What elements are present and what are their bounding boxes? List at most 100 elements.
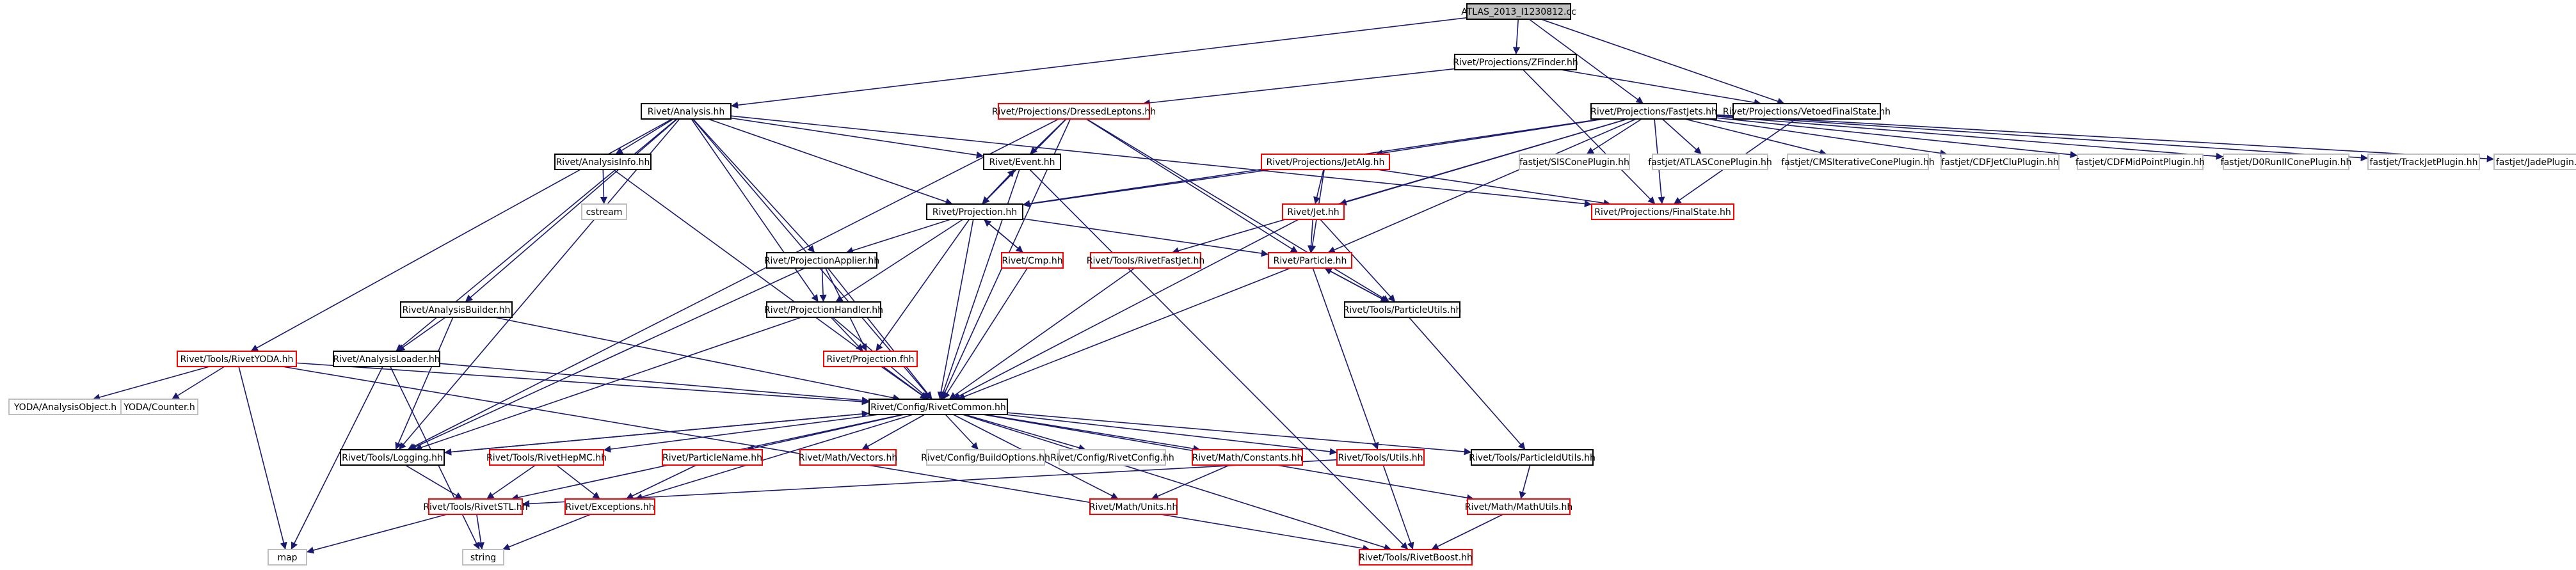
- node-rivet-analysis-hh[interactable]: Rivet/Analysis.hh: [641, 103, 732, 120]
- node-rivet-tools-logging-hh[interactable]: Rivet/Tools/Logging.hh: [340, 449, 445, 466]
- node-label: Rivet/Tools/RivetSTL.hh: [423, 502, 527, 512]
- node-box: [1454, 54, 1577, 70]
- node-atlas-2013-i1230812-cc[interactable]: ATLAS_2013_I1230812.cc: [1461, 3, 1576, 20]
- edge-exceptions-to-string: [502, 514, 591, 551]
- edge-particle-to-utils: [1312, 267, 1379, 450]
- node-box: [177, 351, 297, 367]
- edge-projection-to-projapplier: [845, 219, 951, 254]
- node-label: Rivet/Config/BuildOptions.hh: [921, 453, 1050, 463]
- node-rivet-tools-particleidutils-hh[interactable]: Rivet/Tools/ParticleIdUtils.hh: [1469, 449, 1596, 466]
- node-box: [2223, 154, 2349, 170]
- node-rivet-math-vectors-hh[interactable]: Rivet/Math/Vectors.hh: [799, 449, 898, 466]
- node-box: [1336, 449, 1425, 466]
- node-box: [1471, 449, 1594, 466]
- node-label: cstream: [586, 207, 623, 218]
- node-fastjet-jadeplugin-hh: fastjet/JadePlugin.hh: [2493, 154, 2576, 170]
- edge-jet-to-common: [952, 219, 1299, 400]
- node-box: [428, 498, 523, 515]
- node-box: [1940, 154, 2060, 170]
- edge-projfhh-to-common: [881, 366, 928, 400]
- node-rivet-tools-rivethepmc-hh[interactable]: Rivet/Tools/RivetHepMC.hh: [486, 449, 607, 466]
- node-rivet-tools-rivetfastjet-hh[interactable]: Rivet/Tools/RivetFastJet.hh: [1087, 252, 1205, 269]
- node-rivet-analysisloader-hh[interactable]: Rivet/AnalysisLoader.hh: [333, 351, 440, 367]
- edge-common-to-hepmc: [603, 414, 879, 453]
- edge-constants-to-units: [1151, 464, 1230, 500]
- node-rivet-particle-hh[interactable]: Rivet/Particle.hh: [1268, 252, 1352, 269]
- node-box: [799, 449, 897, 466]
- node-rivet-tools-rivetyoda-hh[interactable]: Rivet/Tools/RivetYODA.hh: [177, 351, 297, 367]
- edge-analysisloader-to-map: [291, 366, 383, 550]
- node-box: [1519, 154, 1630, 170]
- node-rivet-analysisbuilder-hh[interactable]: Rivet/AnalysisBuilder.hh: [400, 301, 513, 318]
- edge-projapplier-to-common: [827, 267, 933, 400]
- edge-projhandler-to-projfhh: [830, 317, 864, 352]
- node-rivet-math-units-hh[interactable]: Rivet/Math/Units.hh: [1089, 498, 1178, 515]
- node-label: Rivet/Tools/Utils.hh: [1338, 453, 1423, 463]
- node-rivet-tools-rivetboost-hh[interactable]: Rivet/Tools/RivetBoost.hh: [1359, 549, 1473, 566]
- edge-jet-to-particle: [1307, 219, 1315, 253]
- node-rivet-projections-fastjets-hh[interactable]: Rivet/Projections/FastJets.hh: [1590, 103, 1717, 120]
- edge-analysis-to-projapplier: [692, 118, 815, 253]
- node-label: Rivet/Tools/RivetHepMC.hh: [486, 453, 607, 463]
- node-rivet-tools-particleutils-hh[interactable]: Rivet/Tools/ParticleUtils.hh: [1343, 301, 1462, 318]
- node-box: [1787, 154, 1929, 170]
- node-label: Rivet/Config/RivetCommon.hh: [870, 402, 1006, 413]
- node-rivet-projections-dressedleptons-hh[interactable]: Rivet/Projections/DressedLeptons.hh: [992, 103, 1156, 120]
- edge-zfinder-to-dressed: [1142, 68, 1455, 107]
- node-label: fastjet/JadePlugin.hh: [2496, 157, 2576, 168]
- node-label: Rivet/Config/RivetConfig.hh: [1050, 453, 1174, 463]
- node-rivet-config-rivetcommon-hh[interactable]: Rivet/Config/RivetCommon.hh: [868, 399, 1008, 415]
- node-rivet-projectionhandler-hh[interactable]: Rivet/ProjectionHandler.hh: [764, 301, 883, 318]
- node-label: YODA/AnalysisObject.h: [13, 402, 116, 413]
- node-fastjet-atlasconeplugin-hh: fastjet/ATLASConePlugin.hh: [1648, 154, 1772, 170]
- node-label: Rivet/Projections/JetAlg.hh: [1267, 157, 1385, 168]
- node-label: Rivet/Projections/ZFinder.hh: [1453, 58, 1578, 68]
- node-rivet-config-rivetconfig-hh: Rivet/Config/RivetConfig.hh: [1050, 449, 1174, 466]
- edge-fastjets-to-siscone: [1586, 118, 1642, 155]
- edge-cmp-to-common: [943, 267, 1028, 400]
- edge-particleutils-to-pidutils: [1408, 317, 1526, 450]
- node-rivet-projection-fhh[interactable]: Rivet/Projection.fhh: [823, 351, 918, 367]
- edge-rivetyoda-to-common: [296, 362, 870, 406]
- edge-root-to-zfinder: [1512, 19, 1521, 55]
- node-label: Rivet/Exceptions.hh: [565, 502, 654, 512]
- edge-analysisloader-to-common: [439, 363, 870, 404]
- node-rivet-analysisinfo-hh[interactable]: Rivet/AnalysisInfo.hh: [554, 154, 652, 170]
- node-label: string: [470, 553, 496, 563]
- node-rivet-projectionapplier-hh[interactable]: Rivet/ProjectionApplier.hh: [764, 252, 879, 269]
- node-label: Rivet/ProjectionApplier.hh: [764, 256, 879, 266]
- node-label: Rivet/Math/Constants.hh: [1192, 453, 1303, 463]
- node-rivet-projection-hh[interactable]: Rivet/Projection.hh: [926, 203, 1023, 220]
- node-label: fastjet/D0RunIIConePlugin.hh: [2221, 157, 2352, 168]
- node-rivet-math-constants-hh[interactable]: Rivet/Math/Constants.hh: [1192, 449, 1303, 466]
- node-label: Rivet/Projection.fhh: [826, 354, 914, 365]
- node-rivet-event-hh[interactable]: Rivet/Event.hh: [983, 154, 1061, 170]
- node-rivet-projections-jetalg-hh[interactable]: Rivet/Projections/JetAlg.hh: [1261, 154, 1390, 170]
- node-rivet-cmp-hh[interactable]: Rivet/Cmp.hh: [1001, 252, 1064, 269]
- edge-common-to-vectors: [861, 414, 925, 450]
- node-rivet-particlename-hh[interactable]: Rivet/ParticleName.hh: [662, 449, 763, 466]
- edge-common-to-exceptions: [635, 414, 913, 501]
- node-box: [641, 103, 732, 120]
- node-fastjet-sisconeplugin-hh: fastjet/SISConePlugin.hh: [1519, 154, 1630, 170]
- node-label: Rivet/AnalysisInfo.hh: [556, 157, 650, 168]
- node-box: [662, 449, 763, 466]
- node-label: Rivet/Tools/ParticleIdUtils.hh: [1469, 453, 1596, 463]
- node-string: string: [462, 549, 504, 566]
- edge-projhandler-to-logging: [414, 317, 802, 451]
- node-rivet-tools-rivetstl-hh[interactable]: Rivet/Tools/RivetSTL.hh: [423, 498, 528, 515]
- node-box: [926, 203, 1023, 220]
- node-rivet-tools-utils-hh[interactable]: Rivet/Tools/Utils.hh: [1336, 449, 1425, 466]
- node-rivet-exceptions-hh[interactable]: Rivet/Exceptions.hh: [564, 498, 655, 515]
- edge-dressed-to-logging: [407, 118, 1059, 450]
- node-box: [581, 203, 627, 220]
- node-box: [2367, 154, 2480, 170]
- node-rivet-jet-hh[interactable]: Rivet/Jet.hh: [1282, 203, 1345, 220]
- node-rivet-math-mathutils-hh[interactable]: Rivet/Math/MathUtils.hh: [1465, 498, 1573, 515]
- node-label: Rivet/Event.hh: [989, 157, 1055, 168]
- node-rivet-projections-zfinder-hh[interactable]: Rivet/Projections/ZFinder.hh: [1453, 54, 1578, 70]
- edge-analysis-to-finalstate: [730, 115, 1592, 208]
- node-rivet-projections-finalstate-hh[interactable]: Rivet/Projections/FinalState.hh: [1591, 203, 1734, 220]
- node-label: ATLAS_2013_I1230812.cc: [1461, 7, 1576, 17]
- node-rivet-projections-vetoedfinalstate-hh[interactable]: Rivet/Projections/VetoedFinalState.hh: [1723, 103, 1891, 120]
